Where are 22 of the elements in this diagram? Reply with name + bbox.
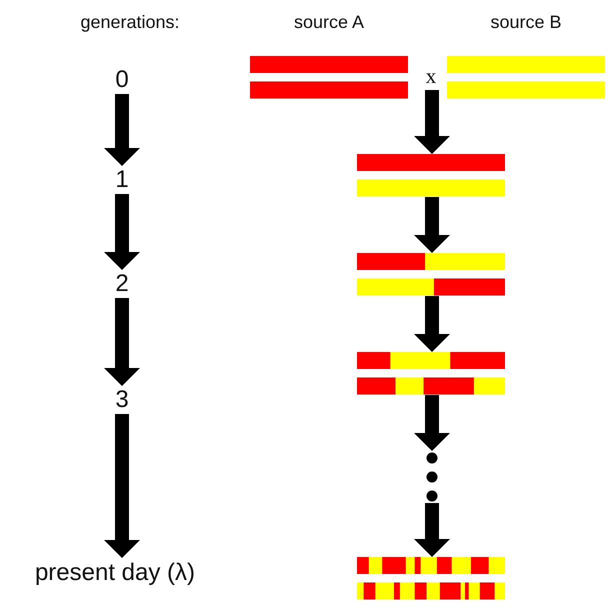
arrow bbox=[414, 90, 450, 154]
source-label: source A bbox=[292, 11, 366, 34]
cross-symbol: x bbox=[420, 62, 442, 90]
chromosome-pair-drawing bbox=[357, 154, 505, 197]
arrow bbox=[104, 94, 140, 166]
generation-number: 3 bbox=[100, 386, 144, 414]
chromosome-pair-drawing bbox=[357, 557, 505, 600]
arrow bbox=[104, 414, 140, 558]
generation-number: 2 bbox=[100, 270, 144, 298]
source-label: source B bbox=[489, 11, 563, 34]
arrow bbox=[104, 298, 140, 386]
column-heading: generations: bbox=[79, 11, 181, 34]
chromosome-pair-drawing bbox=[357, 253, 505, 296]
generation-number: 1 bbox=[100, 166, 144, 194]
arrow bbox=[414, 395, 450, 451]
arrow bbox=[414, 197, 450, 253]
chromosome-pair-drawing bbox=[357, 352, 505, 395]
arrow bbox=[104, 194, 140, 270]
generation-number: 0 bbox=[100, 66, 144, 94]
arrow bbox=[414, 503, 450, 557]
generation-label: present day (λ) bbox=[2, 558, 228, 588]
arrow bbox=[414, 296, 450, 352]
